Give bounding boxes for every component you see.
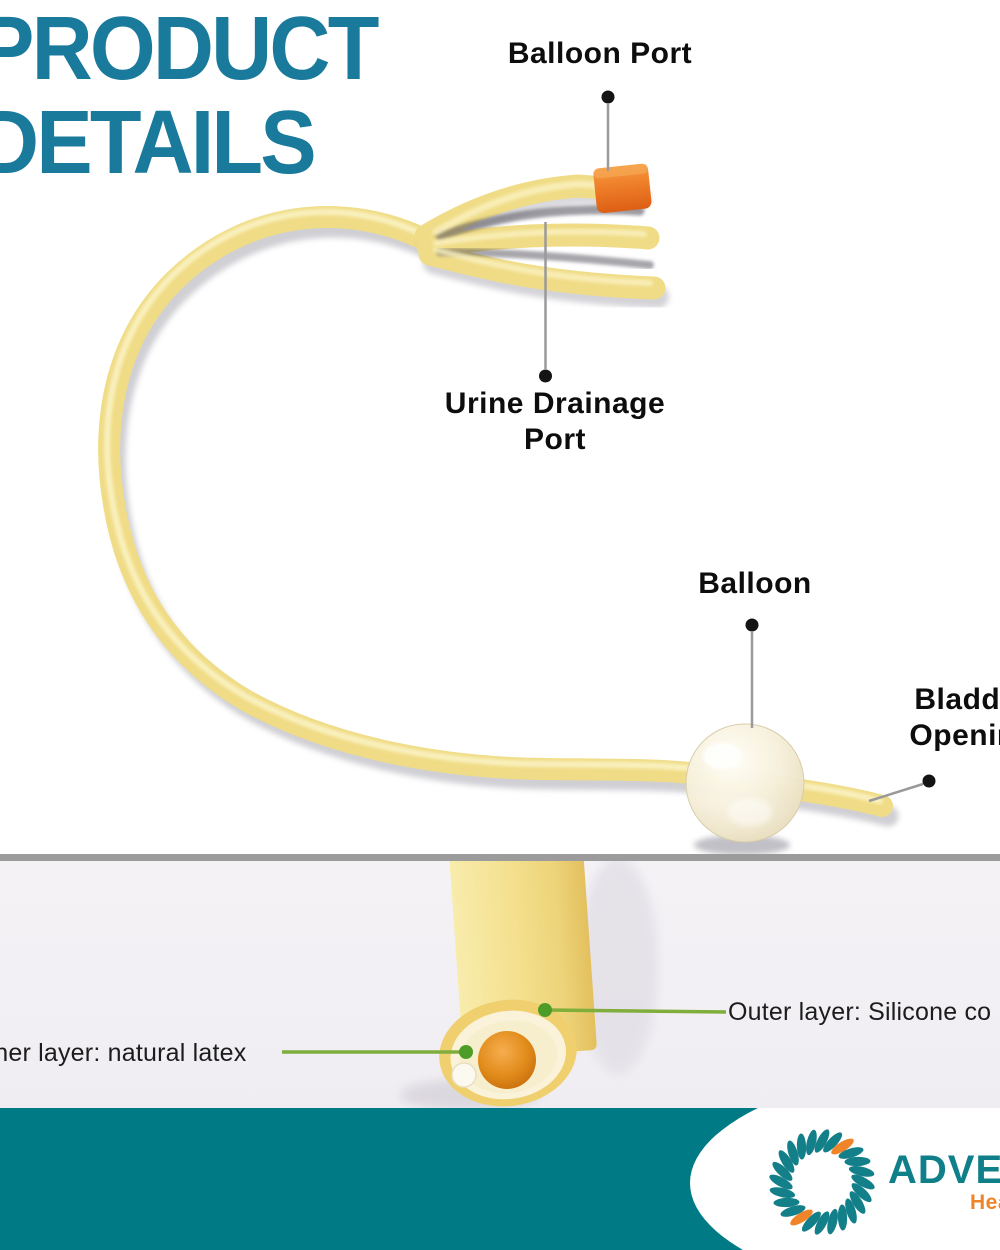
catheter-illustration bbox=[98, 90, 936, 855]
funnel-branches bbox=[414, 174, 669, 308]
catheter-tube bbox=[98, 205, 893, 817]
bladder-opening-label-line2: Opening bbox=[909, 719, 1000, 752]
urine-drainage-port-label: Urine Drainage Port bbox=[395, 386, 715, 458]
section-divider bbox=[0, 854, 1000, 861]
brand-tagline: Hea bbox=[970, 1191, 1000, 1214]
balloon-port-label: Balloon Port bbox=[507, 37, 693, 70]
page-title-line2: DETAILS bbox=[0, 93, 317, 193]
inner-layer-label: Inner layer: natural latex bbox=[0, 1039, 247, 1067]
callout-dots bbox=[539, 90, 936, 788]
balloon-ground-shadow bbox=[694, 835, 790, 855]
page-title: PRODUCT DETAILS bbox=[0, 0, 379, 193]
balloon-label: Balloon bbox=[698, 567, 812, 600]
urine-drainage-pointer-dot bbox=[539, 369, 552, 383]
bladder-opening-label-line1: Bladder bbox=[914, 683, 1000, 716]
brand-logo-icon bbox=[769, 1129, 875, 1235]
balloon-pointer-dot bbox=[745, 618, 759, 632]
balloon-port-cap bbox=[593, 163, 652, 214]
urine-drainage-port-label-line1: Urine Drainage bbox=[444, 387, 666, 420]
page-title-line1: PRODUCT bbox=[0, 0, 379, 99]
callout-pointers bbox=[544, 104, 924, 803]
bladder-opening-label: Bladder Opening bbox=[852, 682, 1000, 754]
brand-name: ADVEN bbox=[888, 1148, 1000, 1192]
catheter-tube-highlight bbox=[104, 208, 883, 804]
bladder-opening-pointer-dot bbox=[922, 774, 936, 788]
tube-side-shadow bbox=[578, 861, 658, 1074]
tube-cross-section-illustration bbox=[282, 861, 727, 1108]
outer-layer-pointer-line bbox=[545, 1008, 727, 1014]
urine-drainage-port-label-line2: Port bbox=[524, 423, 586, 456]
drainage-branch bbox=[418, 242, 666, 300]
catheter-shadow bbox=[104, 216, 899, 827]
inner-layer-pointer-dot bbox=[459, 1045, 473, 1059]
small-lumen bbox=[451, 1062, 477, 1088]
outer-layer-pointer-dot bbox=[538, 1003, 552, 1017]
main-lumen bbox=[478, 1031, 536, 1089]
outer-layer-label: Outer layer: Silicone co bbox=[728, 998, 992, 1026]
bladder-opening-pointer-line bbox=[868, 782, 924, 803]
layer-pointers bbox=[282, 1008, 727, 1054]
balloon-port-pointer-dot bbox=[601, 90, 615, 104]
